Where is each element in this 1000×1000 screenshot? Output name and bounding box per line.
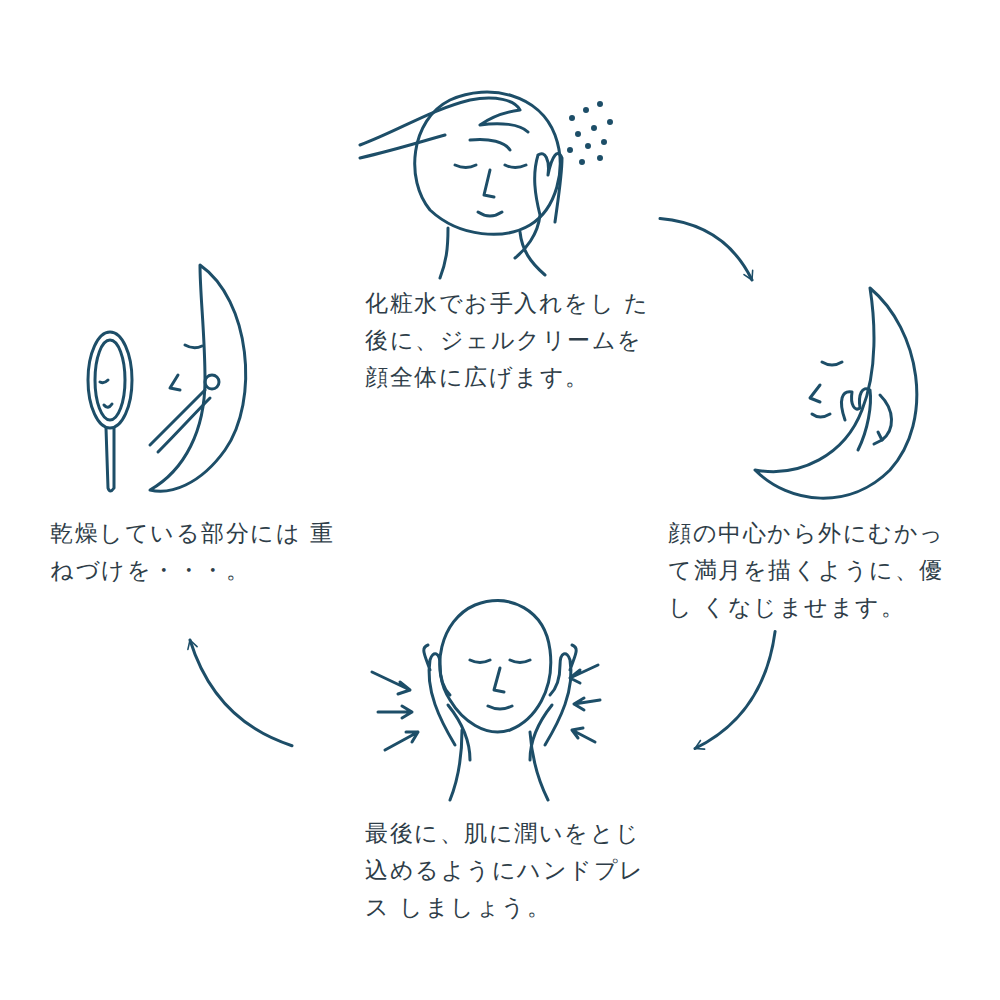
step-node: 化粧水でお手入れをし た後に、ジェルクリームを 顔全体に広げます。 bbox=[350, 90, 660, 401]
step-node: 最後に、肌に潤いをとじ 込めるようにハンドプレス しましょう。 bbox=[292, 585, 695, 931]
face-handpress-illustration bbox=[372, 601, 600, 800]
face-toner-illustration bbox=[360, 92, 612, 278]
step-node: 乾燥している部分には 重ねづけを・・・。 bbox=[40, 255, 340, 640]
cycle-arrow bbox=[660, 219, 752, 280]
cycle-arrow bbox=[695, 631, 775, 748]
step-caption: 最後に、肌に潤いをとじ 込めるようにハンドプレス しましょう。 bbox=[365, 815, 665, 925]
moon-face-massage-illustration bbox=[755, 288, 917, 498]
cycle-arrow bbox=[190, 640, 292, 746]
step-caption: 化粧水でお手入れをし た後に、ジェルクリームを 顔全体に広げます。 bbox=[365, 285, 655, 395]
step-node: 顔の中心から外にむかっ て満月を描くように、優し くなじませます。 bbox=[665, 280, 965, 631]
step-caption: 乾燥している部分には 重ねづけを・・・。 bbox=[50, 515, 335, 589]
step-caption: 顔の中心から外にむかっ て満月を描くように、優し くなじませます。 bbox=[668, 515, 963, 625]
moon-mirror-illustration bbox=[88, 265, 246, 491]
